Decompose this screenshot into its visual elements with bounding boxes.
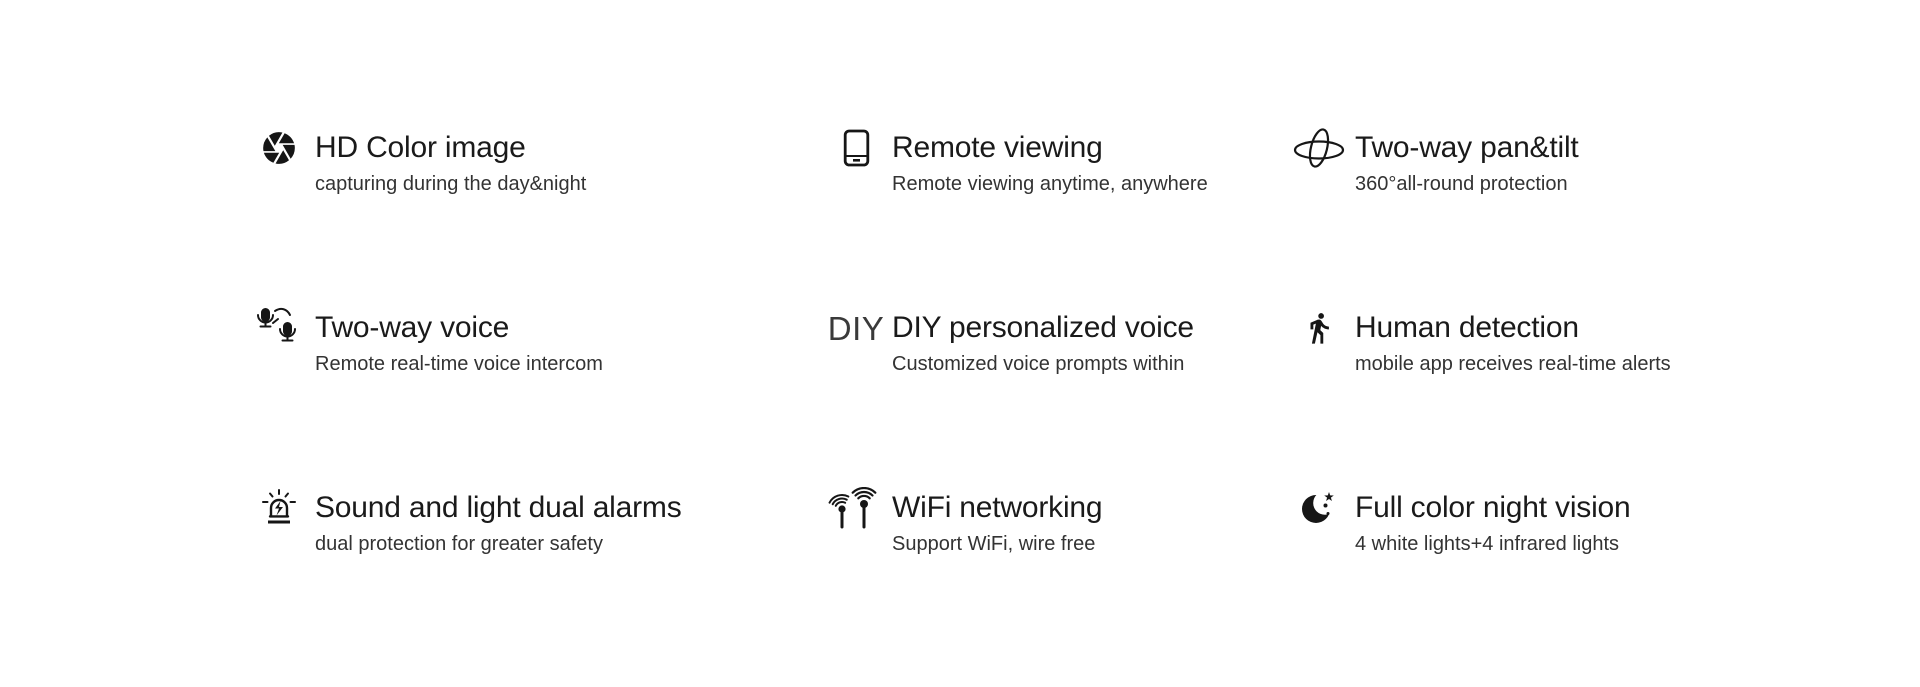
- feature-diy-voice: DIY DIY personalized voice Customized vo…: [828, 306, 1194, 377]
- feature-title: Human detection: [1355, 311, 1579, 344]
- wifi-antenna-icon: [828, 486, 884, 530]
- feature-title: Full color night vision: [1355, 491, 1631, 524]
- feature-hd-color-image: HD Color image capturing during the day&…: [251, 126, 586, 197]
- feature-wifi-networking: WiFi networking Support WiFi, wire free: [828, 486, 1103, 557]
- diy-text: DIY: [827, 309, 885, 347]
- feature-subtitle: Support WiFi, wire free: [892, 533, 1096, 555]
- feature-human-detection: Human detection mobile app receives real…: [1291, 306, 1671, 377]
- feature-subtitle: 4 white lights+4 infrared lights: [1355, 533, 1620, 555]
- feature-subtitle: Customized voice prompts within: [892, 353, 1185, 375]
- feature-night-vision: Full color night vision 4 white lights+4…: [1291, 486, 1631, 557]
- feature-title: DIY personalized voice: [892, 311, 1194, 344]
- feature-two-way-voice: Two-way voice Remote real-time voice int…: [251, 306, 603, 377]
- feature-title: Remote viewing: [892, 131, 1103, 164]
- feature-title: Two-way voice: [315, 311, 510, 344]
- two-way-voice-icon: [251, 306, 307, 350]
- feature-subtitle: 360°all-round protection: [1355, 173, 1568, 195]
- feature-subtitle: mobile app receives real-time alerts: [1355, 353, 1671, 375]
- aperture-icon: [251, 126, 307, 170]
- feature-sound-light-alarms: Sound and light dual alarms dual protect…: [251, 486, 682, 557]
- diy-text-icon: DIY: [828, 306, 884, 350]
- moon-stars-icon: [1291, 486, 1347, 530]
- smartphone-icon: [828, 126, 884, 170]
- siren-alarm-icon: [251, 486, 307, 530]
- feature-title: WiFi networking: [892, 491, 1103, 524]
- walking-person-icon: [1291, 306, 1347, 350]
- feature-subtitle: capturing during the day&night: [315, 173, 587, 195]
- feature-title: Two-way pan&tilt: [1355, 131, 1579, 164]
- feature-title: Sound and light dual alarms: [315, 491, 682, 524]
- feature-remote-viewing: Remote viewing Remote viewing anytime, a…: [828, 126, 1208, 197]
- feature-subtitle: Remote viewing anytime, anywhere: [892, 173, 1208, 195]
- feature-title: HD Color image: [315, 131, 526, 164]
- feature-pan-tilt: Two-way pan&tilt 360°all-round protectio…: [1291, 126, 1579, 197]
- pan-tilt-icon: [1291, 126, 1347, 170]
- feature-subtitle: dual protection for greater safety: [315, 533, 603, 555]
- feature-subtitle: Remote real-time voice intercom: [315, 353, 603, 375]
